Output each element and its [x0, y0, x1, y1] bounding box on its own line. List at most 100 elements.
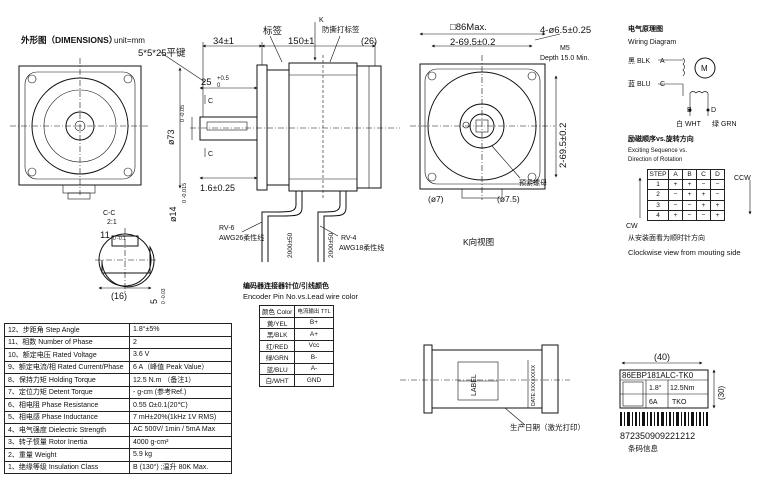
- label-biaoqian: 标签: [263, 25, 283, 37]
- motor-symbol: M: [701, 64, 708, 73]
- k-dim-holes: 4-ø6.5±0.25: [540, 25, 591, 36]
- wire-grn: 绿 GRN: [712, 119, 737, 128]
- k-view: [410, 32, 561, 200]
- seq-cell: −: [682, 199, 697, 211]
- unit-label: unit=mm: [114, 36, 145, 45]
- section-dim-5: 5: [149, 299, 159, 304]
- k-dim-vertical: 2-69.5±0.2: [558, 123, 569, 168]
- seq-cell: −: [696, 209, 711, 221]
- nameplate-current: 6A: [649, 399, 658, 406]
- encoder-cell: GND: [294, 374, 334, 387]
- wiring-title-cn: 电气原理图: [628, 24, 663, 33]
- seq-cell: +: [710, 209, 725, 221]
- spec-value: AC 500V/ 1min / 5mA Max: [129, 423, 232, 437]
- seq-cell: 3: [647, 199, 669, 211]
- cable-length-a: 2000±50: [287, 232, 294, 258]
- spec-key: 9、额定电流/相 Rated Current/Phase: [4, 360, 130, 374]
- seq-cell: 2: [647, 189, 669, 201]
- barcode-number: 872350909221212: [620, 431, 695, 441]
- wire-blu: 蓝 BLU: [628, 79, 651, 88]
- section-scale: 2:1: [107, 219, 117, 226]
- spec-value: 4000 g-cm²: [129, 435, 232, 449]
- view-direction-cn: 从安装面看为顺时针方向: [628, 233, 705, 242]
- spec-key: 5、相电感 Phase Inductance: [4, 410, 130, 424]
- spec-key: 6、相电阻 Phase Resistance: [4, 398, 130, 412]
- encoder-header-color: 颜色 Color: [258, 305, 296, 318]
- seq-header: D: [710, 168, 725, 181]
- label-box-text: LABEL: [471, 374, 478, 396]
- encoder-cell: 红/RED: [258, 339, 296, 352]
- seq-cell: −: [696, 179, 711, 191]
- spec-value: 5.9 kg: [129, 448, 232, 462]
- encoder-cell: B-: [294, 351, 334, 364]
- wiring-diagram: [638, 57, 752, 218]
- seq-cell: +: [668, 209, 683, 221]
- seq-header: A: [668, 168, 683, 181]
- seq-cell: 1: [647, 179, 669, 191]
- k-dim-2-69-5: 2-69.5±0.2: [450, 37, 495, 48]
- dim-26: (26): [361, 36, 377, 46]
- seq-title-en2: Direction of Rotation: [628, 157, 682, 163]
- seq-cell: +: [682, 179, 697, 191]
- nameplate: [619, 361, 716, 426]
- label-anti-tear: 防撕打标签: [322, 24, 360, 34]
- encoder-cell: A-: [294, 362, 334, 375]
- encoder-header-ttl: 电流输出 TTL: [294, 305, 334, 318]
- awg26-label: AWG26柔性线: [219, 233, 264, 242]
- encoder-title-en: Encoder Pin No.vs.Lead wire color: [243, 292, 359, 301]
- seq-cell: +: [710, 199, 725, 211]
- encoder-title-cn: 编码器连接器针位/引线颜色: [243, 281, 329, 290]
- seq-header: STEP: [647, 168, 669, 181]
- k-reserved-hole: 预紧螺母: [519, 178, 547, 187]
- spec-key: 4、电气强度 Dielectric Strength: [4, 423, 130, 437]
- rv4-label: RV-4: [341, 235, 357, 242]
- nameplate-code: TKO: [672, 399, 687, 406]
- seq-cell: 4: [647, 209, 669, 221]
- c-mark-top: C: [208, 98, 213, 105]
- encoder-cell: 白/WHT: [258, 374, 296, 387]
- section-cc: [95, 228, 158, 292]
- spec-value: 12.5 N.m （备注1）: [129, 373, 232, 387]
- date-note: 生产日期（激光打印）: [510, 422, 585, 432]
- drawing-title: 外形图（DIMENSIONS）: [20, 35, 117, 45]
- seq-cell: −: [710, 189, 725, 201]
- wire-b: B: [687, 107, 692, 114]
- spec-value: 7 mH±20%(1kHz 1V RMS): [129, 410, 232, 424]
- seq-cell: −: [710, 179, 725, 191]
- wiring-title-en: Wiring Diagram: [628, 39, 676, 46]
- spec-key: 8、保持力矩 Holding Torque: [4, 373, 130, 387]
- spec-key: 2、重量 Weight: [4, 448, 130, 462]
- cable-length-b: 2000±50: [328, 232, 335, 258]
- barcode-caption: 条码信息: [628, 443, 658, 453]
- encoder-cell: 绿/GRN: [258, 351, 296, 364]
- section-dim-16: (16): [111, 291, 127, 301]
- cw-label: CW: [626, 223, 638, 230]
- spec-value: 2: [129, 335, 232, 349]
- dim-flange-dia: ø73: [166, 129, 176, 145]
- wire-wht: 白 WHT: [676, 119, 702, 128]
- seq-title-en1: Exciting Sequence vs.: [628, 148, 687, 154]
- key-label: 5*5*25平键: [138, 47, 186, 59]
- wire-c: C: [660, 81, 665, 88]
- section-dim-11: 11: [100, 230, 110, 241]
- seq-cell: +: [668, 179, 683, 191]
- dim-150: 150±1: [288, 36, 314, 47]
- side-view: [159, 22, 400, 262]
- spec-key: 11、相数 Number of Phase: [4, 335, 130, 349]
- nameplate-torque: 12.5Nm: [670, 385, 695, 392]
- front-view: [10, 58, 150, 200]
- date-code-text: DATE:XXXXXXXX: [531, 364, 537, 406]
- encoder-cell: 黑/BLK: [258, 328, 296, 341]
- c-mark-bottom: C: [208, 151, 213, 158]
- spec-value: 3.6 V: [129, 348, 232, 362]
- encoder-cell: 黄/YEL: [258, 316, 296, 329]
- spec-key: 1、绝缘等级 Insulation Class: [4, 460, 130, 474]
- wire-d: D: [711, 107, 716, 114]
